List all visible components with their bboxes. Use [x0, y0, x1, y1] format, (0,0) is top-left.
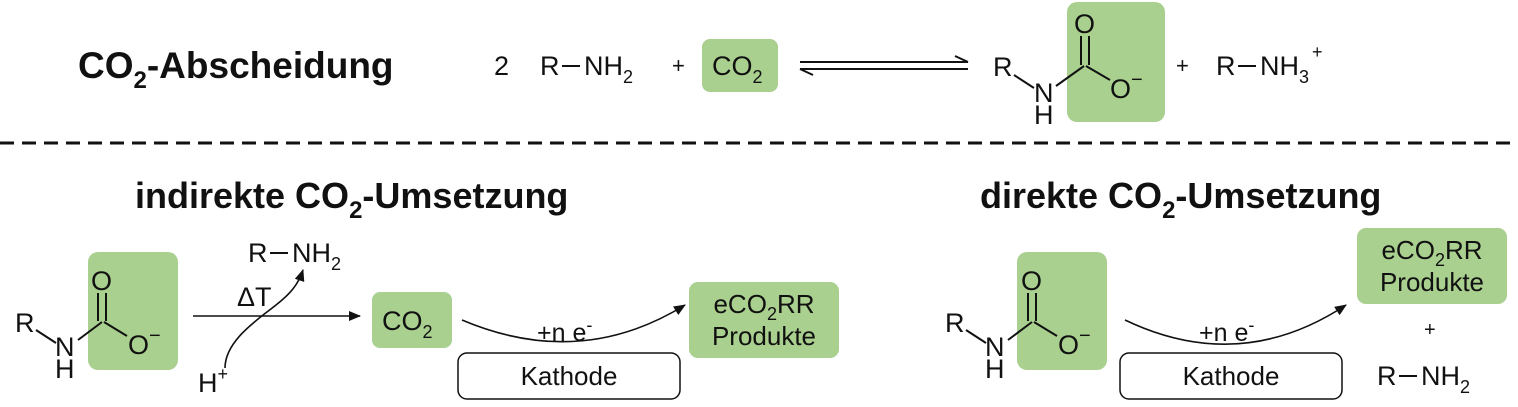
indirect-carbamate: R N H O O− [15, 252, 178, 384]
direct-products-line2: Produkte [1380, 267, 1484, 297]
amine-r: R [540, 51, 560, 81]
direct-carbamate-o-top: O [1021, 266, 1042, 296]
carbamate-o-top: O [1074, 9, 1095, 39]
indirect-co2-highlight [372, 292, 452, 348]
direct-products-line1: eCO2RR [1381, 235, 1482, 270]
indirect-carbamate-o-top: O [91, 266, 112, 296]
carbamate-o-minus: O− [1110, 69, 1143, 104]
indirect-products-line1: eCO2RR [713, 289, 814, 324]
amine-nh2: NH2 [584, 51, 633, 87]
direct-amine-r: R [1377, 361, 1397, 391]
co2-highlight [702, 39, 778, 92]
direct-carbamate-o-minus: O− [1058, 325, 1091, 360]
direct-cathode-box [1119, 352, 1343, 400]
indirect-carbamate-r: R [15, 308, 35, 338]
released-amine-nh2: NH2 [292, 238, 341, 274]
direct-title: direkte CO2-Umsetzung [980, 175, 1381, 224]
carbamate-highlight [1067, 2, 1165, 122]
direct-carbamate: R N H O O− [945, 252, 1107, 384]
heat-label: ΔT [237, 282, 272, 312]
indirect-title: indirekte CO2-Umsetzung [135, 175, 568, 224]
carbamate-n: N [1034, 78, 1054, 108]
equilibrium-arrow [799, 55, 969, 76]
proton-curved-arrow [224, 269, 305, 369]
indirect-carbamate-h: H [55, 354, 75, 384]
ammonium-nh3: NH3 [1260, 51, 1309, 87]
direct-products-highlight [1357, 228, 1507, 304]
ammonium-charge: + [1312, 42, 1323, 62]
indirect-products-highlight [689, 282, 839, 358]
direct-amine-nh2: NH2 [1421, 361, 1470, 397]
direct-carbamate-r: R [945, 308, 965, 338]
indirect-reduction-arrow [461, 304, 686, 343]
indirect-carbamate-o-minus: O− [128, 325, 161, 360]
plus-sign: + [672, 53, 685, 78]
carbamate-product: R N H O O− [993, 2, 1165, 130]
direct-reduction-arrow [1124, 304, 1347, 345]
released-amine-r: R [248, 238, 268, 268]
indirect-electrons: +n e- [537, 315, 592, 347]
direct-electrons: +n e- [1199, 315, 1254, 347]
indirect-carbamate-highlight [88, 252, 178, 370]
direct-carbamate-h: H [985, 354, 1005, 384]
carbamate-r: R [993, 52, 1013, 82]
direct-plus-sign: + [1424, 319, 1436, 341]
indirect-carbamate-n: N [55, 332, 75, 362]
direct-carbamate-n: N [985, 332, 1005, 362]
indirect-cathode-box [457, 352, 681, 400]
direct-carbamate-highlight [1017, 252, 1107, 370]
indirect-co2-label: CO2 [382, 306, 433, 342]
ammonium-r: R [1216, 51, 1236, 81]
proton-label: H+ [198, 364, 228, 398]
co2-label: CO2 [712, 51, 763, 87]
indirect-products-line2: Produkte [712, 321, 816, 351]
direct-cathode-label: Kathode [1183, 361, 1280, 391]
indirect-cathode-label: Kathode [521, 361, 618, 391]
amine-coefficient: 2 [494, 51, 509, 81]
capture-title: CO2-Abscheidung [78, 45, 394, 94]
carbamate-h: H [1034, 100, 1054, 130]
plus-sign-2: + [1176, 53, 1189, 78]
